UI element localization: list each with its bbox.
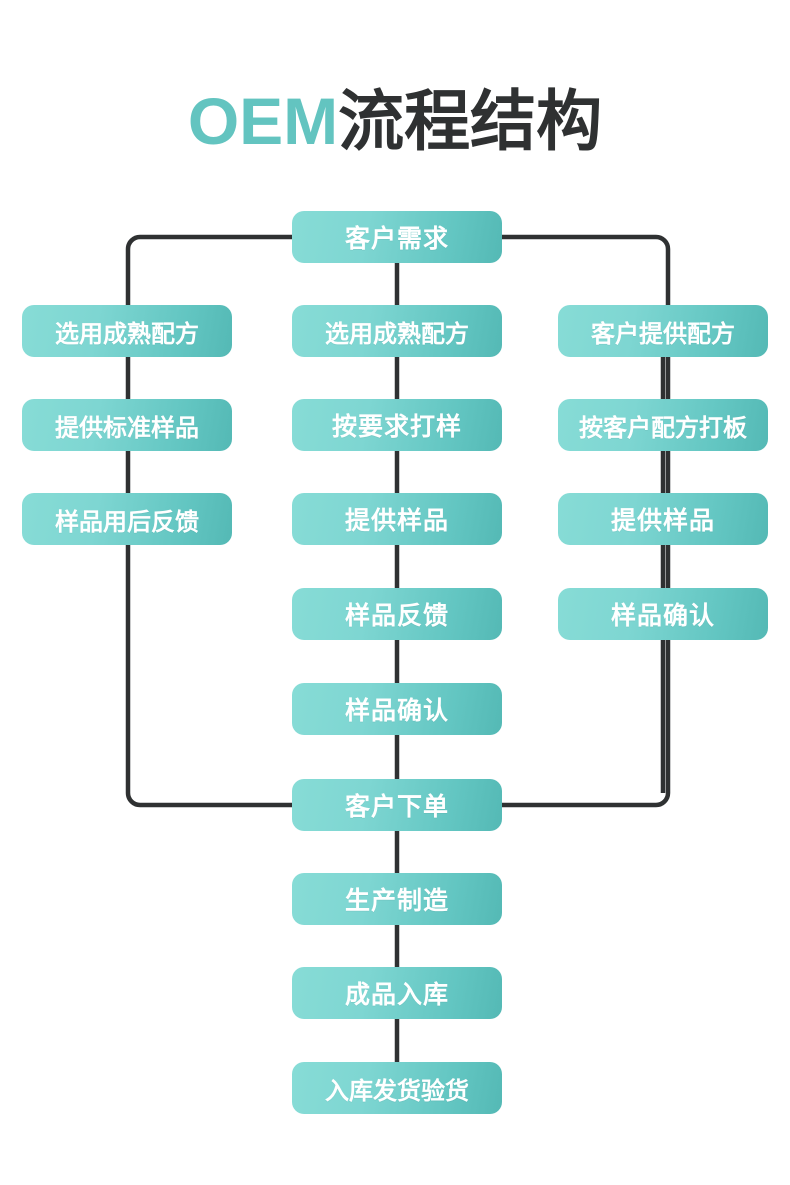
node-production[interactable]: 生产制造 bbox=[292, 873, 502, 925]
node-right-sample-by-formula[interactable]: 按客户配方打板 bbox=[558, 399, 768, 451]
node-left-sample-feedback[interactable]: 样品用后反馈 bbox=[22, 493, 232, 545]
node-center-sample-on-request[interactable]: 按要求打样 bbox=[292, 399, 502, 451]
title-latin: OEM bbox=[187, 84, 339, 158]
node-center-provide-sample[interactable]: 提供样品 bbox=[292, 493, 502, 545]
node-delivery-inspection[interactable]: 入库发货验货 bbox=[292, 1062, 502, 1114]
node-right-sample-confirm[interactable]: 样品确认 bbox=[558, 588, 768, 640]
node-left-standard-sample[interactable]: 提供标准样品 bbox=[22, 399, 232, 451]
node-client-order[interactable]: 客户下单 bbox=[292, 779, 502, 831]
node-center-sample-confirm[interactable]: 样品确认 bbox=[292, 683, 502, 735]
page-title: OEM流程结构 bbox=[0, 88, 790, 154]
node-client-requirement[interactable]: 客户需求 bbox=[292, 211, 502, 263]
node-right-provide-sample[interactable]: 提供样品 bbox=[558, 493, 768, 545]
node-left-mature-formula[interactable]: 选用成熟配方 bbox=[22, 305, 232, 357]
node-center-mature-formula[interactable]: 选用成熟配方 bbox=[292, 305, 502, 357]
node-finished-goods-warehouse[interactable]: 成品入库 bbox=[292, 967, 502, 1019]
title-chinese: 流程结构 bbox=[338, 84, 603, 158]
node-right-client-formula[interactable]: 客户提供配方 bbox=[558, 305, 768, 357]
node-center-sample-feedback[interactable]: 样品反馈 bbox=[292, 588, 502, 640]
